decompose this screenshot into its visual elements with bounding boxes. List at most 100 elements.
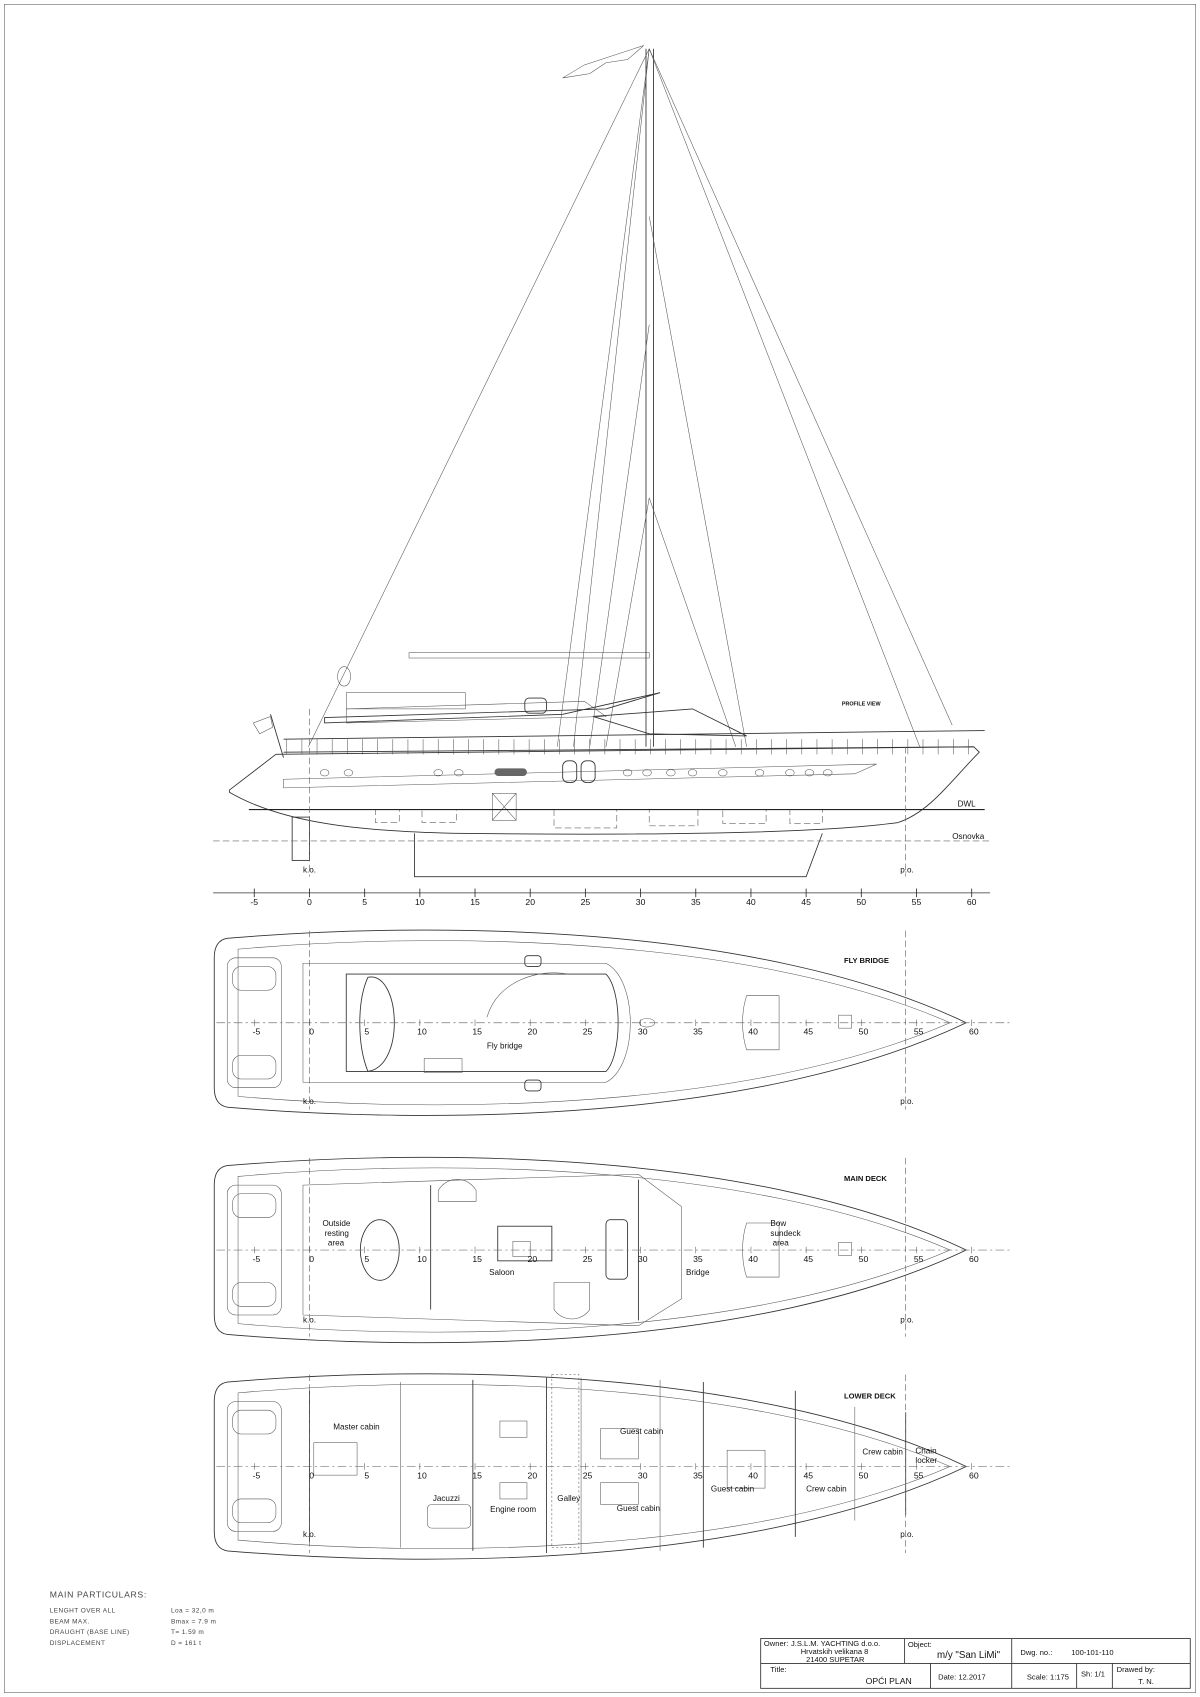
station-label: 50 [859, 1470, 869, 1480]
station-label: 45 [803, 1027, 813, 1037]
date: Date: 12.2017 [938, 1673, 986, 1682]
station-label: 10 [417, 1254, 427, 1264]
area-jacuzzi: Jacuzzi [433, 1494, 460, 1503]
station-label: 5 [362, 897, 367, 907]
area-guest-cabin: Guest cabin [711, 1484, 754, 1493]
dwg-label: Dwg. no.: [1020, 1648, 1052, 1657]
station-label: 20 [528, 1470, 538, 1480]
particular-value: Loa = 32,0 m [171, 1608, 214, 1615]
station-label: 25 [583, 1254, 593, 1264]
particular-value: T= 1.59 m [171, 1629, 204, 1636]
station-label: 30 [638, 1254, 648, 1264]
sheet: Sh: 1/1 [1081, 1669, 1105, 1678]
station-label: 30 [638, 1470, 648, 1480]
station-label: 45 [803, 1470, 813, 1480]
station-label: 5 [364, 1254, 369, 1264]
fwd-perpendicular-label: p.o. [900, 1530, 914, 1539]
station-label: 55 [914, 1027, 924, 1037]
station-label: 35 [693, 1254, 703, 1264]
station-label: 35 [691, 897, 701, 907]
particular-value: D = 161 t [171, 1640, 201, 1647]
main-particulars: MAIN PARTICULARS: LENGHT OVER ALL Loa = … [50, 1589, 216, 1647]
area-bow-sundeck: sundeck [770, 1229, 801, 1238]
area-chain-locker: Chain [915, 1446, 936, 1455]
area-fly-bridge: Fly bridge [487, 1042, 523, 1051]
station-label: 15 [472, 1470, 482, 1480]
owner-label: Owner: [764, 1639, 788, 1648]
particular-label: LENGHT OVER ALL [50, 1608, 116, 1615]
fwd-perpendicular-label: p.o. [900, 865, 914, 874]
scale: Scale: 1:175 [1027, 1673, 1069, 1682]
area-master-cabin: Master cabin [333, 1423, 379, 1432]
station-label: 50 [859, 1027, 869, 1037]
fwd-perpendicular-label: p.o. [900, 1316, 914, 1325]
drawn-by-label: Drawed by: [1117, 1665, 1155, 1674]
station-label: 0 [307, 897, 312, 907]
baseline-label: Osnovka [952, 832, 984, 841]
mast-and-rigging [308, 45, 953, 747]
particular-value: Bmax = 7.9 m [171, 1618, 216, 1625]
title-label: Title: [770, 1665, 786, 1674]
station-label: 10 [417, 1470, 427, 1480]
owner-street: Hrvatskih velikana 8 [801, 1647, 869, 1656]
area-galley: Galley [557, 1494, 581, 1503]
aft-perpendicular-label: k.o. [303, 1530, 316, 1539]
area-outside-resting: resting [325, 1229, 349, 1238]
station-label: 40 [748, 1254, 758, 1264]
station-label: 5 [364, 1027, 369, 1037]
area-bridge: Bridge [686, 1268, 710, 1277]
title-block: Owner: J.S.L.M. YACHTING d.o.o. Hrvatski… [760, 1638, 1191, 1689]
station-label: 45 [803, 1254, 813, 1264]
station-label: 55 [914, 1254, 924, 1264]
object-label: Object: [908, 1640, 932, 1649]
station-label: 60 [969, 1254, 979, 1264]
area-crew-cabin: Crew cabin [806, 1484, 847, 1493]
station-label: 40 [748, 1470, 758, 1480]
station-label: 35 [693, 1027, 703, 1037]
area-outside-resting: area [328, 1239, 345, 1248]
aft-perpendicular-label: k.o. [303, 1316, 316, 1325]
owner-name: J.S.L.M. YACHTING d.o.o. [791, 1639, 880, 1648]
area-bow-sundeck: area [773, 1239, 790, 1248]
station-label: 25 [581, 897, 591, 907]
area-chain-locker: locker [915, 1456, 937, 1465]
station-label: 15 [472, 1254, 482, 1264]
profile-view-title: PROFILE VIEW [842, 702, 882, 708]
object-value: m/y "San LiMi" [937, 1650, 1001, 1661]
hull-window [494, 768, 527, 776]
station-label: 25 [583, 1027, 593, 1037]
station-label: 20 [528, 1027, 538, 1037]
station-label: 55 [912, 897, 922, 907]
station-label: 20 [525, 897, 535, 907]
area-guest-cabin: Guest cabin [617, 1504, 660, 1513]
fly-bridge-title: FLY BRIDGE [844, 956, 889, 965]
station-label: 55 [914, 1470, 924, 1480]
portholes [320, 769, 833, 777]
drawn-by-value: T. N. [1138, 1677, 1154, 1686]
main-particulars-title: MAIN PARTICULARS: [50, 1589, 147, 1599]
area-engine-room: Engine room [490, 1505, 536, 1514]
station-label: 45 [801, 897, 811, 907]
station-label: 15 [470, 897, 480, 907]
area-crew-cabin: Crew cabin [862, 1448, 903, 1457]
area-guest-cabin: Guest cabin [620, 1427, 663, 1436]
station-label: 60 [969, 1027, 979, 1037]
superstructure [252, 666, 985, 758]
station-label: -5 [253, 1027, 261, 1037]
station-label: 40 [748, 1027, 758, 1037]
dwg-number: 100-101-110 [1071, 1648, 1113, 1657]
area-bow-sundeck: Bow [770, 1219, 786, 1228]
dwl-label: DWL [958, 799, 977, 808]
station-label: 50 [857, 897, 867, 907]
station-label: 30 [636, 897, 646, 907]
lower-deck-title: LOWER DECK [844, 1391, 896, 1400]
